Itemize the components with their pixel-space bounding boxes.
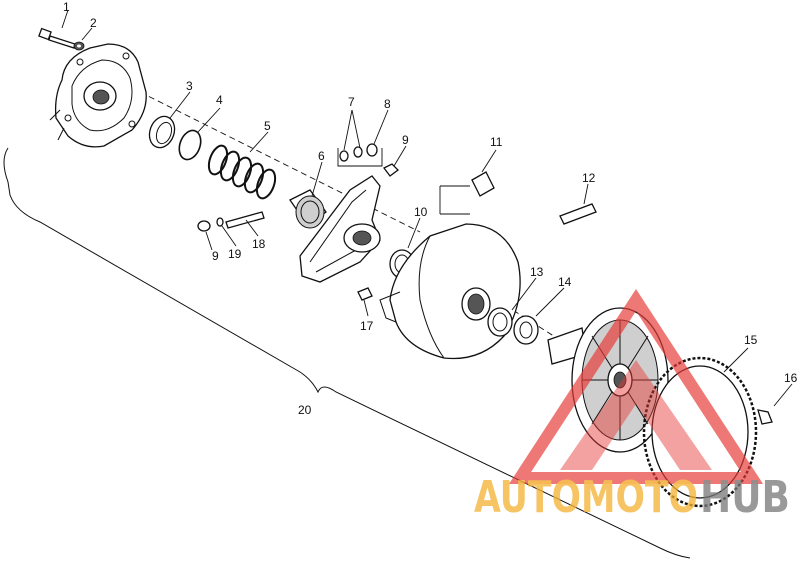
watermark-triangle-inner-icon — [560, 360, 712, 470]
part-14-washer — [513, 315, 539, 345]
callout-9-upper: 9 — [402, 133, 409, 147]
callout-20: 20 — [298, 403, 312, 417]
part-7-pin — [339, 146, 363, 162]
callout-9-lower: 9 — [212, 249, 219, 263]
clutch-cover — [49, 43, 147, 148]
leader-lines — [61, 9, 793, 407]
part-9-nut-upper — [383, 163, 399, 177]
callout-13: 13 — [530, 265, 544, 279]
watermark-triangle-icon — [508, 289, 764, 484]
callout-2: 2 — [90, 16, 97, 30]
part-15-ring-gear — [642, 356, 758, 508]
callout-12: 12 — [582, 171, 596, 185]
bracket-7-8 — [337, 148, 383, 167]
part-1-bolt — [38, 27, 76, 49]
watermark-text-dark: HUB — [700, 472, 790, 523]
callout-5: 5 — [264, 119, 271, 133]
part-8-washer — [366, 143, 378, 157]
callout-7: 7 — [348, 95, 355, 109]
assembly-axis-line — [139, 91, 421, 233]
callout-10: 10 — [414, 205, 428, 219]
moveable-sheave — [379, 223, 521, 360]
part-12-pin — [559, 203, 597, 225]
clutch-spider — [299, 175, 381, 283]
callout-3: 3 — [186, 79, 193, 93]
watermark-text-colored: AUTOMOTO — [474, 472, 698, 523]
callout-18: 18 — [252, 237, 266, 251]
callout-8: 8 — [384, 97, 391, 111]
part-13-bushing — [487, 307, 513, 337]
part-19-washer — [216, 217, 224, 227]
callout-1: 1 — [63, 0, 70, 14]
part-9-nut-lower — [197, 220, 211, 232]
part-18-pin — [225, 211, 265, 229]
part-4-snap-ring — [178, 129, 202, 161]
callout-4: 4 — [216, 93, 223, 107]
callout-17: 17 — [360, 319, 374, 333]
part-16-bolt — [757, 409, 773, 425]
callout-15: 15 — [744, 333, 758, 347]
part-5-spring — [207, 144, 277, 200]
callout-16: 16 — [784, 371, 798, 385]
callout-19: 19 — [228, 247, 242, 261]
assembly-bracket — [3, 147, 691, 559]
callout-11: 11 — [490, 135, 503, 149]
part-6-roller — [289, 189, 327, 229]
part-17-nut — [357, 287, 373, 301]
part-11-weight — [439, 171, 495, 215]
callout-14: 14 — [558, 275, 572, 289]
watermark-logo: AUTOMOTO HUB — [474, 289, 790, 523]
part-2-washer — [73, 41, 85, 51]
callout-6: 6 — [318, 149, 325, 163]
part-3-bushing — [148, 115, 176, 149]
